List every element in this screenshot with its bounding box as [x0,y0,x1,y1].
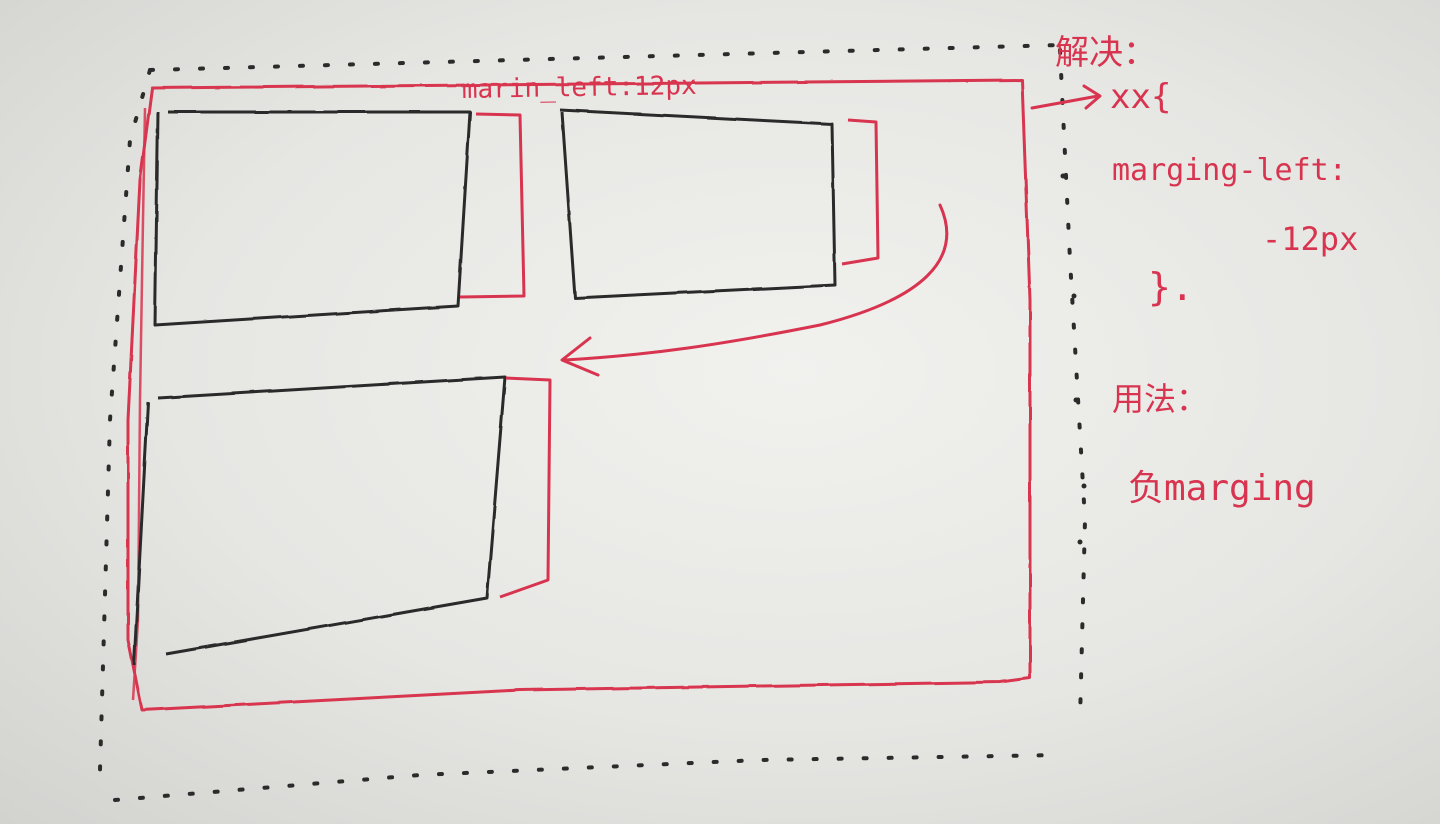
wrap-arrow-head [560,336,600,377]
solution-pointer-arrow [1030,84,1102,110]
gap-margin-label: marin_left:12px [462,71,697,105]
solution-heading: 解决： [1055,33,1157,73]
note-dots [1060,173,1087,545]
box-bottom-left [132,375,507,666]
css-value-text: -12px [1262,220,1358,258]
box-top-right-margin-bracket [841,118,880,266]
box-top-left [153,110,472,327]
box-top-left-margin-bracket [459,112,526,299]
red-container-outline [126,78,1032,712]
css-close-brace: }. [1148,265,1194,309]
box-top-right [559,108,837,300]
css-selector-text: xx{ [1110,77,1171,117]
box-bottom-left-margin-bracket [499,376,552,599]
css-property-text: marging-left: [1112,153,1347,188]
method-heading: 用法： [1112,380,1208,418]
outer-dotted-boundary [98,43,1088,802]
method-text: 负marging [1128,468,1316,509]
wrap-arrow [563,203,949,362]
